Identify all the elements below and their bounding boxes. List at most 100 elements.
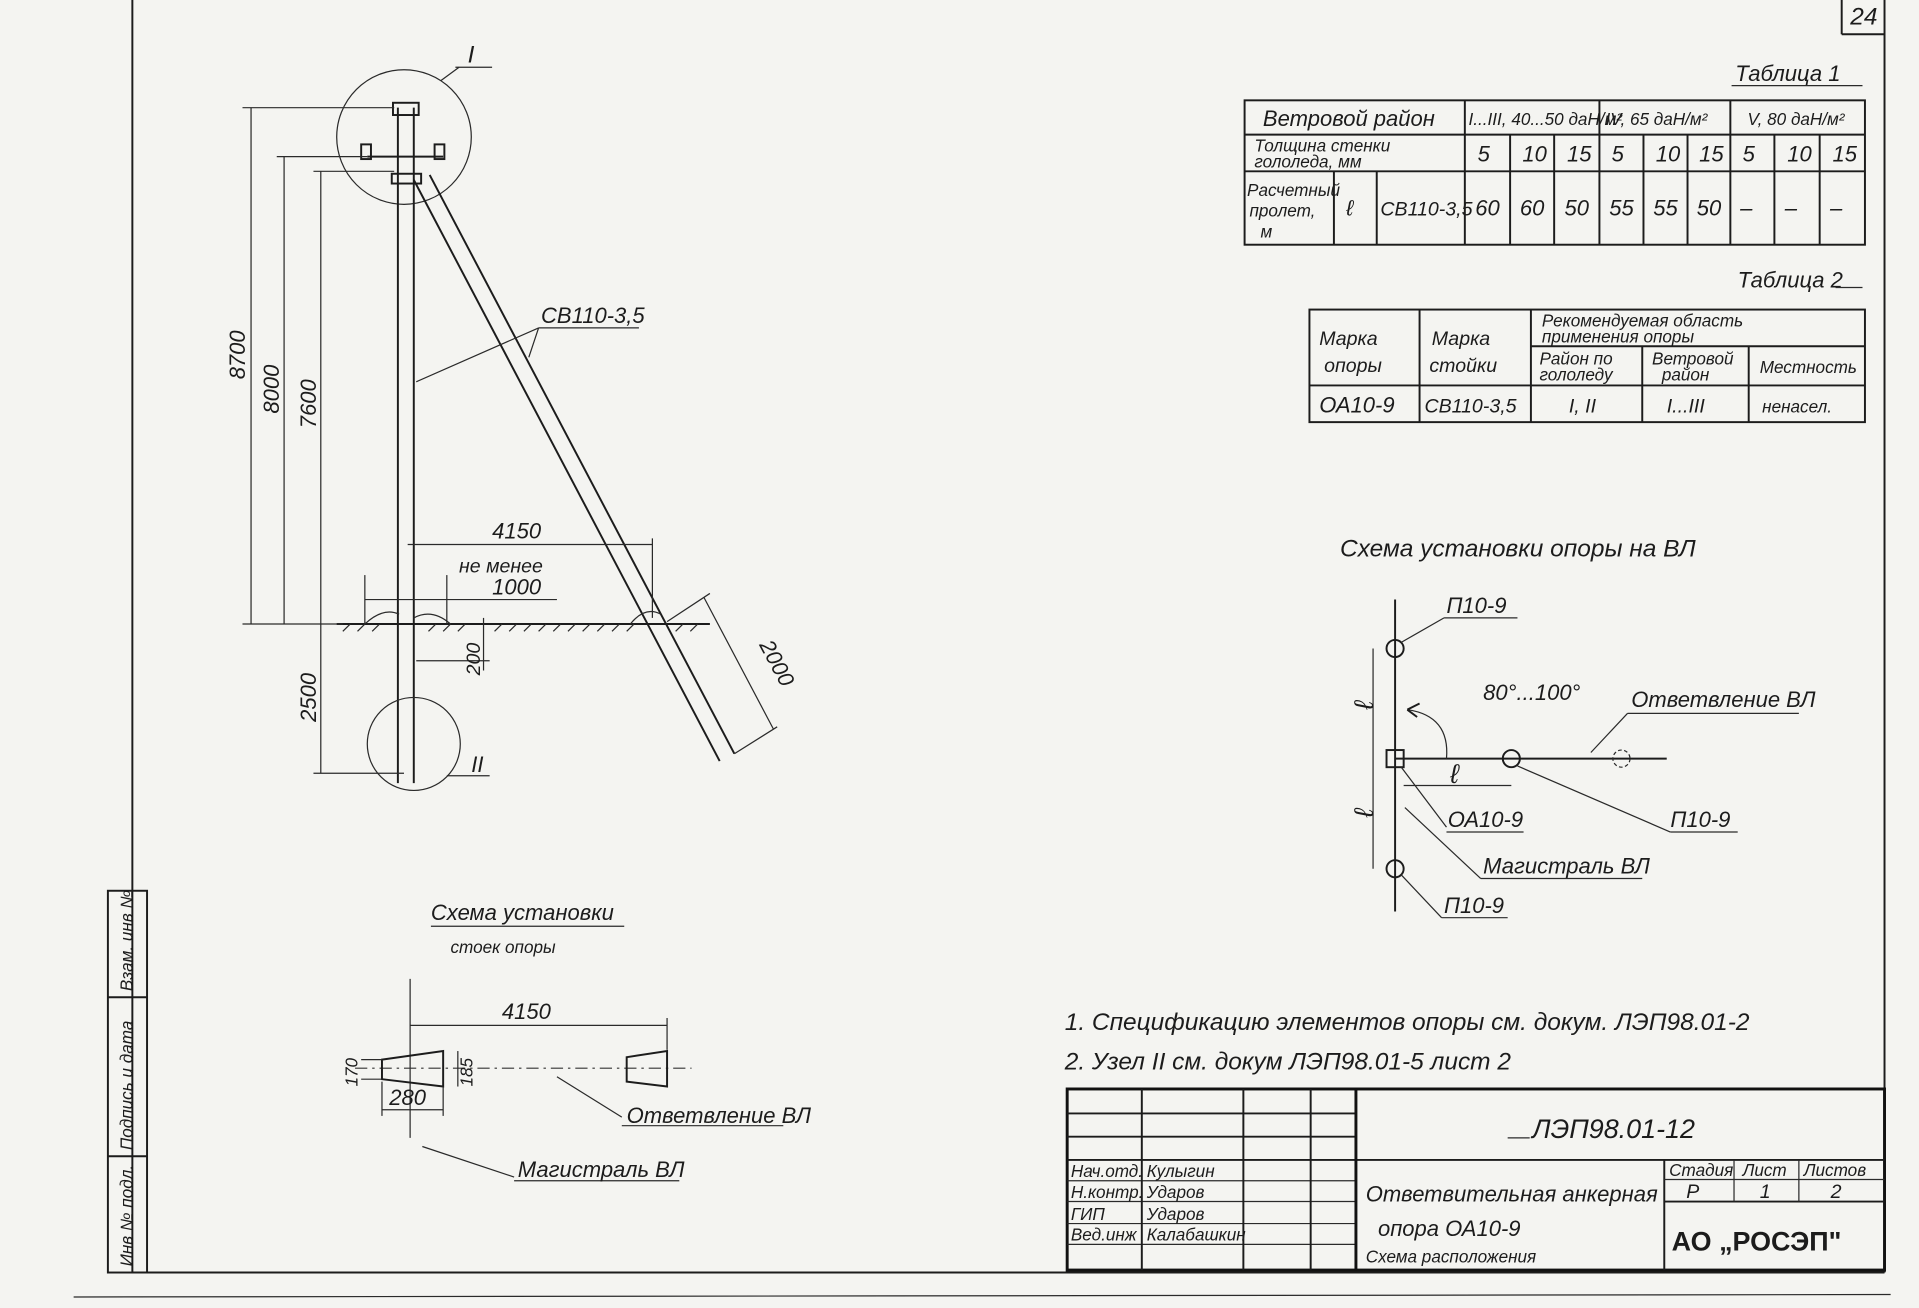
ice-value: 5 [1478, 142, 1491, 167]
span-value: – [1739, 195, 1753, 220]
p-top-label: П10-9 [1446, 593, 1506, 618]
dim-4150: 4150 [492, 518, 542, 543]
dim-2000: 2000 [754, 635, 800, 692]
pole-label: СВ110-3,5 [541, 303, 645, 328]
span-value: 60 [1520, 195, 1545, 220]
dim-280: 280 [388, 1085, 426, 1110]
span-value: 60 [1475, 195, 1500, 220]
cell-terrain: ненасел. [1762, 396, 1832, 416]
name-label: Ударов [1146, 1204, 1205, 1224]
ice-value: 10 [1787, 142, 1812, 167]
angle-label: 80°...100° [1483, 680, 1580, 705]
dim-185: 185 [457, 1057, 477, 1086]
dim-200: 200 [463, 643, 485, 677]
role-label: ГИП [1071, 1204, 1106, 1224]
pole-elevation: I 8700 8000 7600 2500 4150 [225, 41, 800, 792]
p-right-label: П10-9 [1670, 807, 1730, 832]
stamp-inv-label: Инв № подл. [116, 1165, 136, 1267]
plan-dim-4150: 4150 [502, 999, 552, 1024]
col-terrain: Местность [1760, 357, 1857, 377]
role-label: Вед.инж [1071, 1225, 1138, 1245]
table-2: Таблица 2 Марка опоры Марка стойки Реком… [1308, 268, 1866, 424]
span-symbol-branch: ℓ [1449, 759, 1460, 789]
span-value: 55 [1653, 195, 1678, 220]
document-code: ЛЭП98.01-12 [1530, 1114, 1695, 1144]
name-label: Ударов [1146, 1182, 1205, 1202]
ice-values-row: 5 10 15 5 10 15 5 10 15 [1478, 142, 1858, 167]
sheet-value: 1 [1760, 1181, 1771, 1203]
line-branch-label: Ответвление ВЛ [1631, 687, 1816, 712]
col-group-2: применения опоры [1542, 327, 1695, 347]
ice-value: 15 [1567, 142, 1592, 167]
stamp-sign-label: Подпись и дата [116, 1021, 136, 1151]
plan-title: Схема установки [431, 900, 614, 925]
sheets-label: Листов [1803, 1160, 1866, 1180]
table-1: Таблица 1 Ветровой район I...III, 40...5… [1243, 61, 1866, 246]
sheet-label: Лист [1742, 1160, 1787, 1180]
ice-label-2: гололеда, мм [1254, 152, 1361, 172]
ice-value: 5 [1743, 142, 1756, 167]
col-ice-2: гололеду [1539, 365, 1613, 385]
span-value: 55 [1609, 195, 1634, 220]
span-value: 50 [1697, 195, 1722, 220]
sheet-number: 24 [1849, 3, 1877, 30]
span-symbol-lower: ℓ [1349, 807, 1379, 818]
min-label: не менее [459, 556, 543, 578]
p-bottom-label: П10-9 [1444, 893, 1504, 918]
ice-value: 5 [1612, 142, 1625, 167]
ice-value: 10 [1522, 142, 1547, 167]
cell-support: ОА10-9 [1319, 392, 1394, 417]
wind-group-1: I...III, 40...50 даН/м² [1469, 109, 1624, 129]
ice-value: 15 [1833, 142, 1858, 167]
post-plan-scheme: Схема установки стоек опоры 4150 170 185… [342, 900, 812, 1182]
name-label: Кулыгин [1147, 1161, 1215, 1181]
dim-7600: 7600 [296, 379, 321, 429]
node-I-label: I [468, 41, 475, 68]
stage-value: Р [1686, 1181, 1699, 1203]
line-installation-scheme: Схема установки опоры на ВЛ П10-9 80°...… [1340, 536, 1816, 919]
span-symbol-upper: ℓ [1349, 700, 1379, 711]
col-ice-1: Район по [1539, 349, 1612, 369]
span-label-2: пролет, [1249, 201, 1315, 221]
title-line-2: опора ОА10-9 [1378, 1216, 1521, 1241]
notes: 1. Спецификацию элементов опоры см. доку… [1064, 1009, 1750, 1075]
name-label: Калабашкин [1147, 1225, 1247, 1245]
col-wind-1: Ветровой [1652, 349, 1734, 369]
sheets-value: 2 [1830, 1181, 1842, 1203]
table-1-caption: Таблица 1 [1735, 61, 1840, 86]
span-value: – [1784, 195, 1798, 220]
title-line-1: Ответвительная анкерная [1366, 1182, 1658, 1207]
table-2-caption: Таблица 2 [1738, 268, 1843, 293]
plan-main-label: Магистраль ВЛ [518, 1157, 686, 1182]
dim-1000: 1000 [492, 575, 542, 600]
ice-label-1: Толщина стенки [1254, 136, 1390, 156]
title-block: ЛЭП98.01-12 Нач.отд.КулыгинН.контр.Ударо… [1065, 1087, 1886, 1272]
organization: АО „РОСЭП" [1672, 1226, 1842, 1256]
margin-stamp: Инв № подл. Подпись и дата Взам. инв № [106, 889, 149, 1274]
node-II-circle [366, 696, 461, 792]
col-support-2: опоры [1324, 355, 1382, 377]
wind-group-2: IV, 65 даН/м² [1606, 109, 1709, 129]
node-II-label: II [471, 752, 483, 777]
ice-value: 10 [1656, 142, 1681, 167]
ice-value: 15 [1699, 142, 1724, 167]
sheet-frame: 24 [73, 0, 1891, 1298]
line-scheme-title: Схема установки опоры на ВЛ [1340, 536, 1696, 563]
col-post-1: Марка [1432, 328, 1491, 350]
plan-subtitle: стоек опоры [450, 937, 556, 957]
stamp-replace-label: Взам. инв № [116, 890, 136, 991]
cell-post: СВ110-3,5 [1424, 395, 1516, 417]
pole-type: СВ110-3,5 [1380, 198, 1472, 220]
span-value: – [1829, 195, 1843, 220]
col-support-1: Марка [1319, 328, 1378, 350]
table-1-header: Ветровой район [1263, 106, 1435, 131]
plan-branch-label: Ответвление ВЛ [627, 1103, 812, 1128]
node-I-circle [336, 69, 472, 205]
cell-wind: I...III [1667, 395, 1706, 417]
dim-2500: 2500 [296, 672, 321, 723]
title-line-3: Схема расположения [1366, 1247, 1536, 1267]
role-label: Нач.отд. [1071, 1161, 1143, 1181]
dim-8000: 8000 [259, 364, 284, 414]
anchor-label: ОА10-9 [1448, 807, 1523, 832]
